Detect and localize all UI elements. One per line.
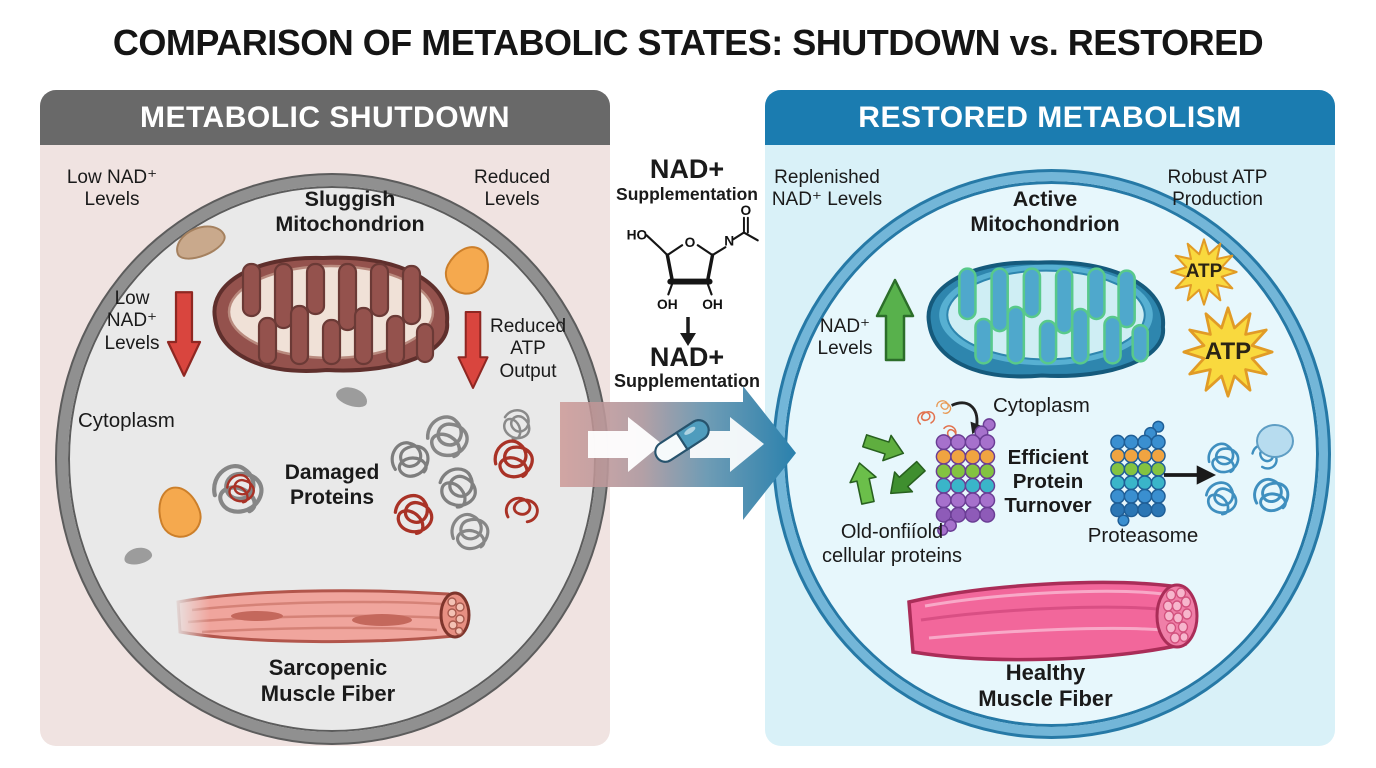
proteasome-label: Proteasome bbox=[1087, 524, 1199, 547]
molecule-carbonyl-o-label: O bbox=[741, 203, 752, 218]
atp-badge-1: ATP bbox=[1185, 261, 1223, 282]
molecule-oh-left-label: OH bbox=[657, 297, 678, 312]
shutdown-panel-title: METABOLIC SHUTDOWN bbox=[139, 100, 511, 134]
degrade-arrow-icon bbox=[1163, 465, 1216, 485]
old-proteins-label: Old-onfiíold cellular proteins bbox=[821, 521, 963, 567]
active-mitochondrion-label: Active Mitochondrion bbox=[970, 187, 1120, 237]
cytoplasm-label-left: Cytoplasm bbox=[78, 409, 175, 432]
low-nad-levels-corner-label: Low NAD⁺ Levels bbox=[66, 167, 158, 211]
efficient-turnover-label: Efficient Protein Turnover bbox=[1004, 446, 1092, 518]
sluggish-mitochondrion-label: Sluggish Mitochondrion bbox=[275, 187, 425, 237]
molecule-n-label: N bbox=[724, 233, 734, 248]
replenished-nad-corner-label: Replenished NAD⁺ Levels bbox=[771, 167, 883, 211]
molecule-oh-right-label: OH bbox=[702, 297, 723, 312]
nad-supplementation-heading-bottom: NAD+ bbox=[649, 342, 725, 372]
shutdown-panel-header: METABOLIC SHUTDOWN bbox=[40, 90, 610, 145]
proteasome-barrel-blue bbox=[1110, 420, 1166, 527]
healthy-muscle-label: Healthy Muscle Fiber bbox=[978, 660, 1113, 711]
protein-tangle-gray bbox=[441, 499, 504, 562]
atp-down-arrow-icon bbox=[457, 310, 489, 390]
restored-panel-header: RESTORED METABOLISM bbox=[765, 90, 1335, 145]
restored-panel-title: RESTORED METABOLISM bbox=[858, 100, 1242, 134]
atp-burst-icon bbox=[1182, 306, 1274, 398]
nad-supplementation-subheading-bottom: Supplementation bbox=[613, 371, 760, 391]
sarcopenic-muscle-fiber-icon bbox=[172, 580, 471, 650]
nad-supplementation-subheading-top: Supplementation bbox=[616, 184, 758, 204]
page-title: COMPARISON OF METABOLIC STATES: SHUTDOWN… bbox=[112, 22, 1264, 63]
protein-squiggle-red bbox=[500, 485, 548, 533]
sluggish-mitochondrion-icon bbox=[212, 255, 450, 373]
atp-burst-icon bbox=[1170, 238, 1238, 306]
supplement-capsule-icon bbox=[654, 419, 710, 463]
healthy-muscle-fiber-icon bbox=[907, 580, 1199, 662]
protein-blob-icon bbox=[1256, 424, 1294, 458]
damaged-proteins-label: Damaged Proteins bbox=[284, 461, 380, 509]
sarcopenic-muscle-label: Sarcopenic Muscle Fiber bbox=[260, 655, 396, 706]
molecule-ho-label: HO bbox=[627, 227, 648, 242]
nad-down-arrow-icon bbox=[166, 291, 202, 377]
robust-atp-corner-label: Robust ATP Production bbox=[1167, 167, 1268, 211]
nad-molecule-structure: HO O N O OH OH bbox=[627, 203, 759, 312]
molecule-ring-o-label: O bbox=[685, 235, 696, 250]
atp-badge-2: ATP bbox=[1204, 338, 1252, 365]
cytoplasm-label-right: Cytoplasm bbox=[993, 394, 1090, 417]
recycle-icon bbox=[849, 434, 926, 505]
nad-up-arrow-icon bbox=[875, 278, 915, 362]
proteasome-barrel-purple bbox=[935, 418, 996, 536]
protein-tangle-red bbox=[488, 430, 546, 488]
low-nad-arrow-label: Low NAD⁺ Levels bbox=[104, 288, 160, 354]
down-arrow-icon bbox=[680, 317, 696, 346]
reduced-levels-corner-label: Reduced Levels bbox=[473, 167, 551, 211]
reduced-atp-arrow-label: Reduced ATP Output bbox=[489, 316, 567, 382]
nad-supplementation-heading-top: NAD+ bbox=[649, 154, 725, 184]
active-mitochondrion-icon bbox=[926, 260, 1165, 379]
nad-levels-arrow-label: NAD⁺ Levels bbox=[817, 316, 873, 360]
